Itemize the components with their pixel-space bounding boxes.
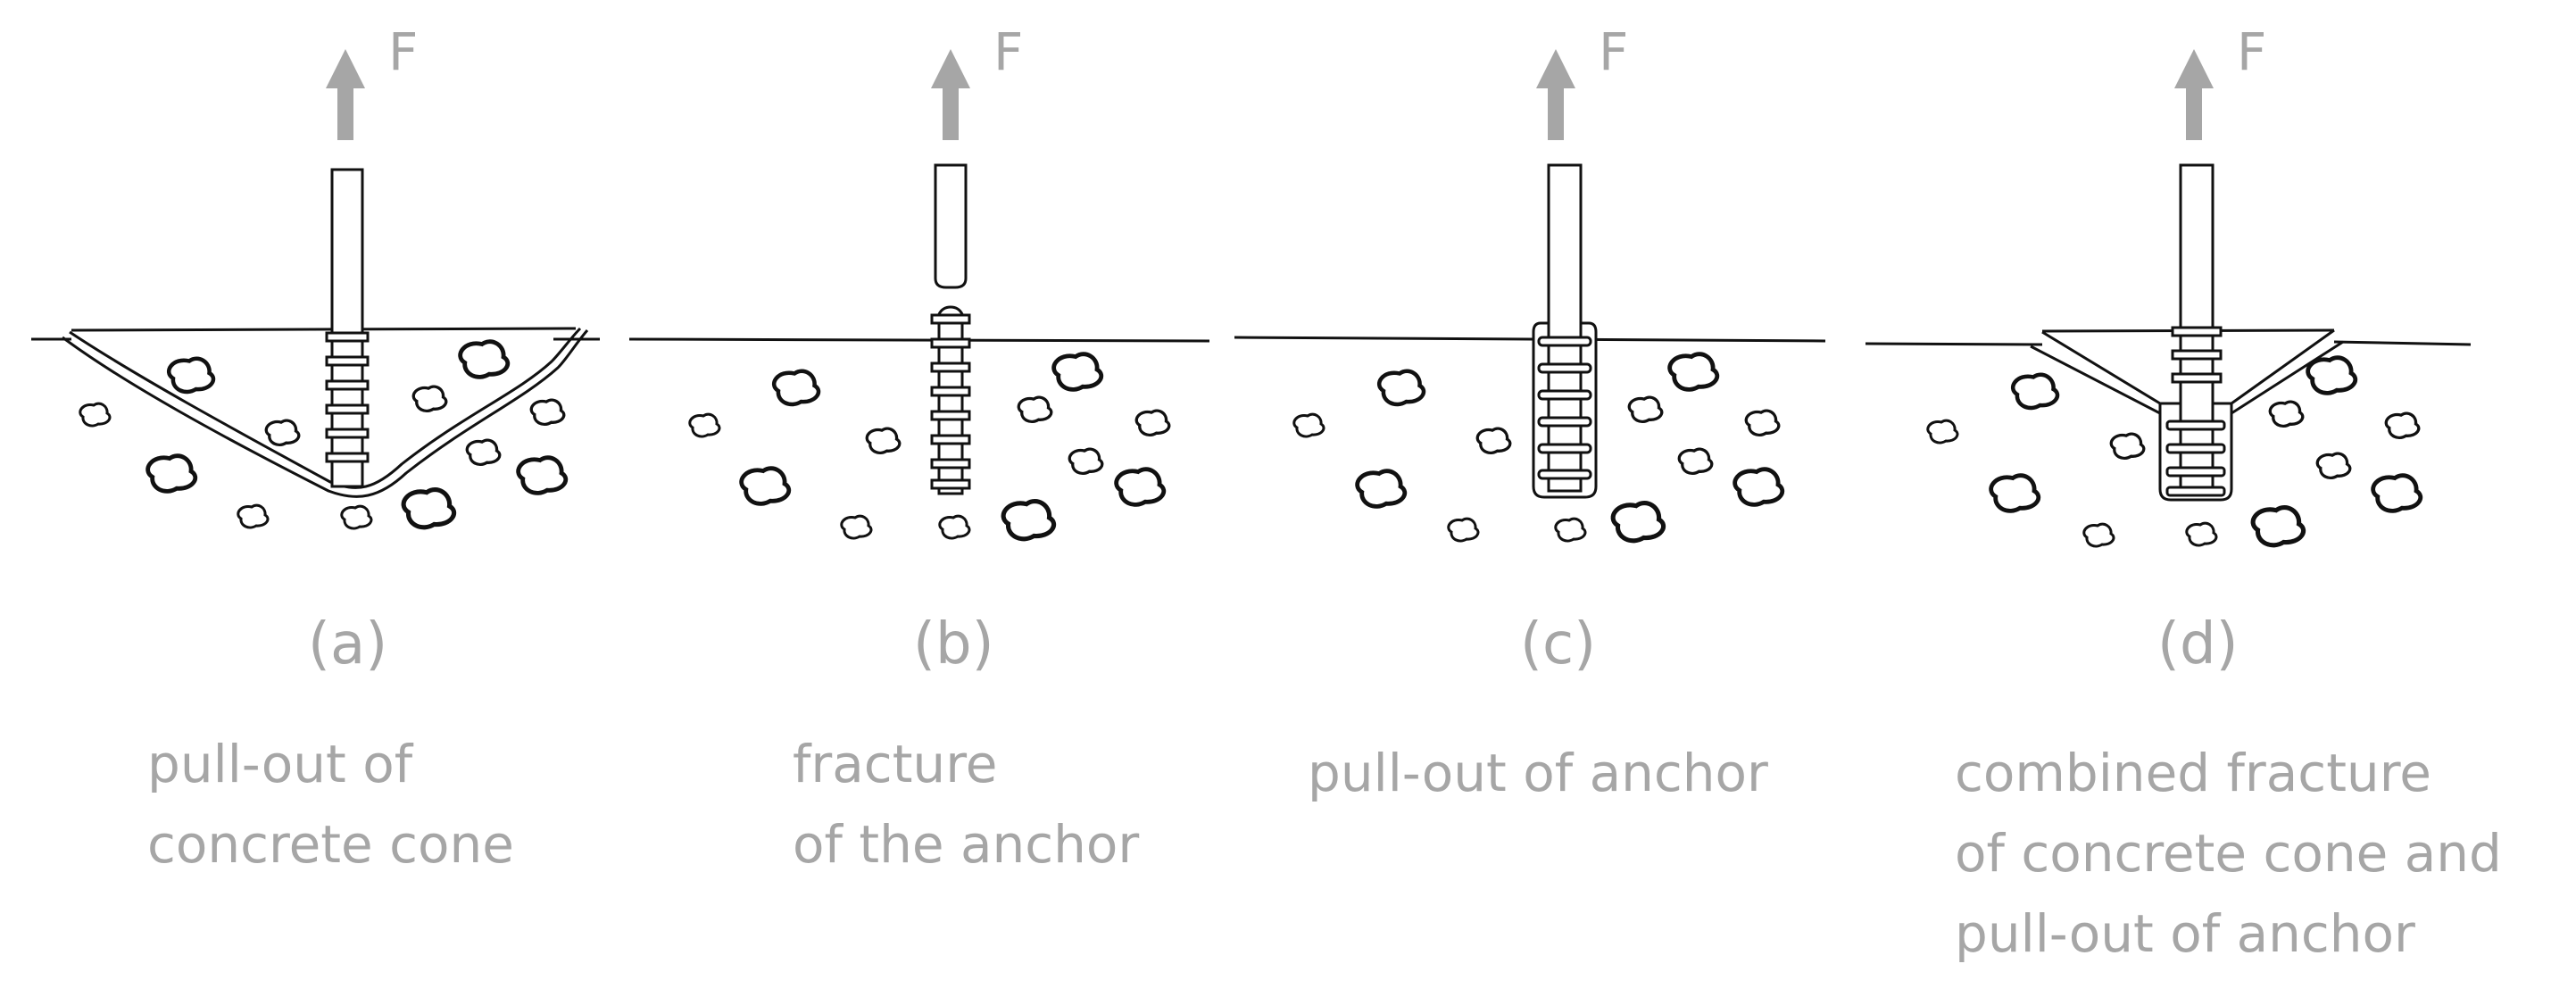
panel-label-a: (a) [308,611,388,677]
caption-b-line-1: fracture [793,734,998,794]
force-label: F [1599,21,1628,82]
panel-c-drawing: F [1234,21,1826,541]
aggregate-a [79,342,566,530]
caption-d-line-3: pull-out of anchor [1955,903,2415,964]
anchor-upper-fragment [934,163,968,289]
anchor-thread-c [1537,336,1592,480]
panel-label-d: (d) [2157,611,2239,677]
concrete-surface-d [1865,328,2472,346]
anchor-rod-b [930,163,971,495]
force-arrow-a: F [326,21,418,140]
aggregate-b [688,354,1171,539]
panel-a-drawing: F [31,21,600,530]
force-label: F [388,21,418,82]
caption-d-line-1: combined fracture [1955,743,2431,803]
panel-d-drawing: F [1865,21,2472,548]
anchor-rod-c [1532,163,1598,499]
anchor-thread-b [930,313,971,490]
panel-b-drawing: F [628,21,1210,539]
concrete-surface-c [1234,336,1826,343]
shallow-cone-d [2030,328,2344,415]
anchor-thread-d [2165,326,2226,497]
force-label: F [993,21,1023,82]
concrete-surface-b [628,337,1210,343]
concrete-cone-a [62,327,589,498]
force-arrow-b: F [931,21,1023,140]
caption-a-line-2: concrete cone [147,814,514,875]
force-label: F [2237,21,2266,82]
caption-d-line-2: of concrete cone and [1955,823,2502,884]
force-arrow-d: F [2174,21,2266,140]
concrete-surface-a [31,327,600,341]
caption-a-line-1: pull-out of [147,734,413,794]
caption-b-line-2: of the anchor [793,814,1140,875]
anchor-rod-d [2158,163,2233,502]
force-arrow-c: F [1536,21,1628,140]
panel-label-b: (b) [913,611,994,677]
anchor-rod-a [325,168,370,488]
caption-c-line-1: pull-out of anchor [1308,743,1768,803]
panel-label-c: (c) [1520,611,1597,677]
anchor-thread-a [325,331,370,463]
